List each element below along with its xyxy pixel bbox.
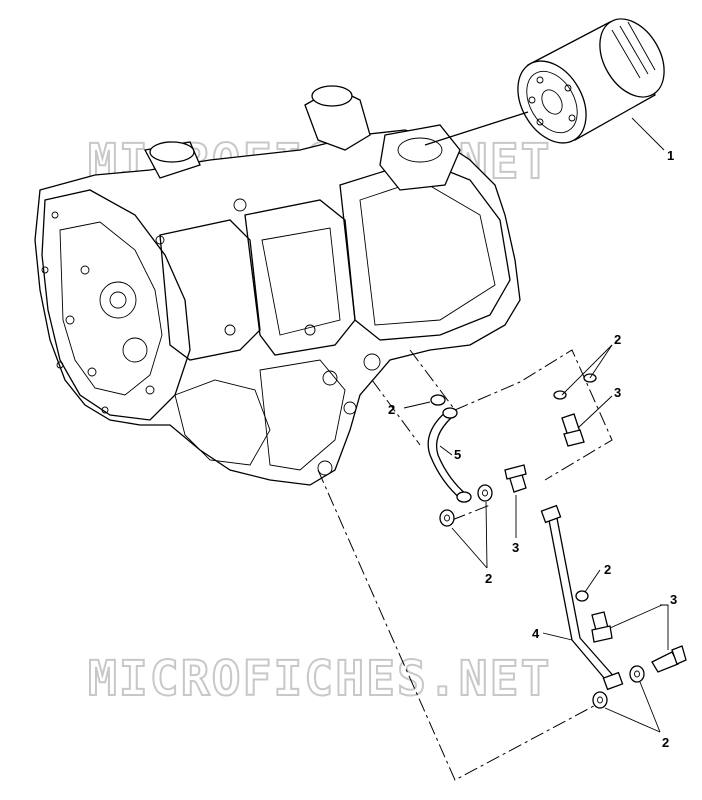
watermark-bottom: MICROFICHES.NET [88, 651, 551, 707]
banjo-bolts [504, 413, 687, 673]
engine-crankcase [34, 85, 521, 486]
oil-line-5 [427, 407, 472, 503]
leader-lines [403, 344, 669, 733]
washers [430, 373, 645, 709]
callout-3-right: 3 [670, 592, 677, 607]
callout-2-left: 2 [388, 402, 395, 417]
callout-3-mid: 3 [512, 540, 519, 555]
callout-2-mid: 2 [485, 571, 492, 586]
callout-1: 1 [667, 148, 674, 163]
leader-1 [631, 117, 665, 151]
filter-mount-line [424, 111, 529, 146]
oil-filter [517, 18, 665, 144]
callout-2-bottom: 2 [662, 735, 669, 750]
callout-3-top-right: 3 [614, 385, 621, 400]
callout-5: 5 [454, 447, 461, 462]
callout-4: 4 [532, 626, 540, 641]
callout-2-right: 2 [604, 562, 611, 577]
assembly-lines [317, 349, 613, 781]
callout-2-top-right: 2 [614, 332, 621, 347]
